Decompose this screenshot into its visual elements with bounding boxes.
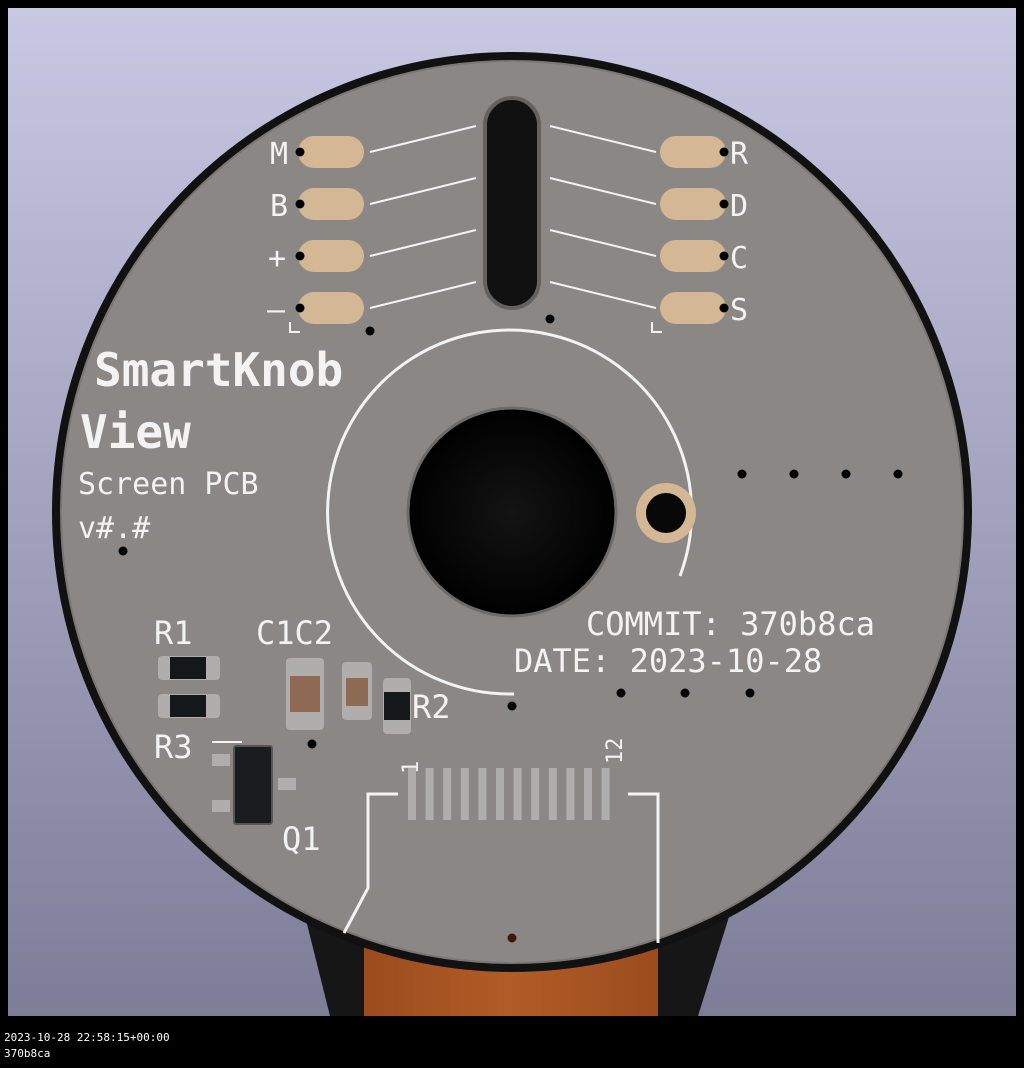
resistor-r3: R3 <box>154 694 220 766</box>
pad-label-right: C <box>730 241 748 276</box>
pad-label-left: + <box>268 241 286 276</box>
mounting-hole <box>636 483 696 543</box>
transistor-q1: Q1 <box>212 741 321 858</box>
board-title-line2: View <box>80 405 191 459</box>
pad-label-left: — <box>267 293 286 328</box>
connector-pin <box>584 768 592 820</box>
center-hole <box>406 406 618 618</box>
viewer-status-bar: 2023-10-28 22:58:15+00:00 370b8ca <box>0 1016 1024 1068</box>
pad <box>660 136 726 168</box>
date-label: DATE: 2023-10-28 <box>514 642 822 680</box>
designator-c1c2: C1C2 <box>256 614 333 652</box>
designator-q1: Q1 <box>282 820 321 858</box>
commit-hash: 370b8ca <box>4 1047 51 1060</box>
pad-group-right: R D C S <box>651 136 749 333</box>
connector-pin <box>601 768 610 820</box>
connector-pin <box>425 768 434 820</box>
connector-pin <box>513 768 522 820</box>
commit-label: COMMIT: 370b8ca <box>586 605 875 643</box>
pcb-board-render: M B + — R D C S SmartKnob View Screen PC… <box>52 52 972 1016</box>
board-subtitle: Screen PCB <box>78 467 259 502</box>
resistor-r1: R1 <box>154 614 220 680</box>
connector-pin <box>408 768 416 820</box>
pad <box>298 136 364 168</box>
board-title-line1: SmartKnob <box>94 343 343 397</box>
pad <box>298 240 364 272</box>
board-slot <box>483 96 541 310</box>
connector-pin <box>443 768 452 820</box>
pad <box>298 188 364 220</box>
pad <box>660 292 726 324</box>
pad-label-right: D <box>730 189 748 224</box>
pad-group-left: M B + — <box>267 136 364 333</box>
resistor-r2: R2 <box>383 678 451 734</box>
designator-r3: R3 <box>154 728 193 766</box>
pad-label-right: R <box>730 137 749 172</box>
pad-label-left: M <box>270 137 288 172</box>
pcb-3d-viewport[interactable]: M B + — R D C S SmartKnob View Screen PC… <box>8 8 1016 1016</box>
designator-r1: R1 <box>154 614 193 652</box>
pad-traces <box>369 125 657 309</box>
pad <box>298 292 364 324</box>
connector-pin <box>478 768 487 820</box>
pad-label-left: B <box>270 189 288 224</box>
designator-r2: R2 <box>412 688 451 726</box>
connector-pin <box>531 768 540 820</box>
pad <box>660 240 726 272</box>
vias <box>118 314 903 943</box>
rotary-arc <box>326 328 694 696</box>
pad-label-right: S <box>730 293 748 328</box>
connector-pin <box>548 768 557 820</box>
capacitors-c1c2: C1C2 <box>256 614 372 730</box>
connector-pin <box>496 768 504 820</box>
fpc-connector: 1 12 <box>342 738 660 943</box>
connector-pin12-label: 12 <box>603 738 628 765</box>
connector-pin <box>566 768 575 820</box>
board-version: v#.# <box>78 511 150 546</box>
connector-pin1-label: 1 <box>399 761 424 774</box>
render-timestamp: 2023-10-28 22:58:15+00:00 <box>4 1031 170 1044</box>
connector-pin <box>460 768 469 820</box>
pad <box>660 188 726 220</box>
